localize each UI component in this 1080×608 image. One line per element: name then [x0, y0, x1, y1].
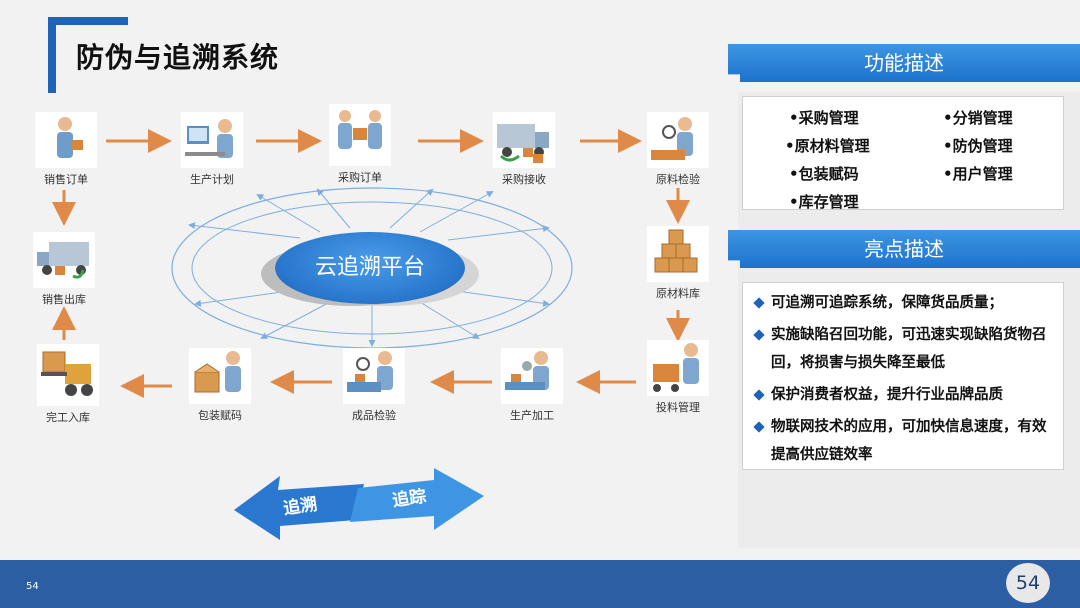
truck-boxes-icon [493, 112, 555, 168]
highlight-text: 实施缺陷召回功能，可迅速实现缺陷货物召回，将损害与损失降至最低 [771, 327, 1047, 371]
person-with-cart-icon [647, 340, 709, 396]
diamond-bullet-icon [753, 389, 765, 401]
flow-node-product-inspection: 成品检验 [334, 348, 414, 423]
flow-node-label: 成品检验 [352, 409, 396, 422]
highlight-item: 实施缺陷召回功能，可迅速实现缺陷货物召回，将损害与损失降至最低 [753, 321, 1055, 377]
feature-item: •用户管理 [943, 165, 1013, 183]
flow-node-finished-warehousing: 完工入库 [28, 344, 108, 425]
features-box: •采购管理 •原材料管理 •包装赋码 •库存管理 •分销管理 •防伪管理 •用户… [742, 96, 1064, 211]
highlight-text: 物联网技术的应用，可加快信息速度，有效提高供应链效率 [771, 419, 1047, 463]
flow-node-label: 原材料库 [656, 287, 700, 300]
trace-back-arrow-shape [234, 476, 364, 540]
person-inspecting-icon [647, 112, 709, 168]
highlight-text: 可追溯可追踪系统，保障货品质量； [771, 295, 1003, 311]
person-at-computer-icon [181, 112, 243, 168]
forklift-icon [37, 344, 99, 406]
footer-page-number: 54 [26, 581, 39, 592]
flow-node-label: 采购订单 [338, 171, 382, 184]
highlight-item: 可追溯可追踪系统，保障货品质量； [753, 289, 1055, 317]
title-corner-bracket [48, 17, 128, 93]
flow-node-production-processing: 生产加工 [492, 348, 572, 423]
flow-node-material-inspection: 原料检验 [638, 112, 718, 187]
flow-connectors [52, 129, 690, 398]
flow-node-material-warehouse: 原材料库 [638, 226, 718, 301]
flow-node-label: 原料检验 [656, 173, 700, 186]
flow-node-label: 投料管理 [656, 401, 700, 414]
flow-node-label: 完工入库 [46, 411, 90, 424]
flow-node-feed-management: 投料管理 [638, 340, 718, 415]
flow-node-package-coding: 包装赋码 [180, 348, 260, 423]
flow-node-purchase-receive: 采购接收 [484, 112, 564, 187]
person-packing-box-icon [189, 348, 251, 404]
flow-node-label: 包装赋码 [198, 409, 242, 422]
flow-node-sales-order: 销售订单 [26, 112, 106, 187]
trace-direction-arrow [234, 468, 484, 540]
truck-loading-icon [33, 232, 95, 288]
flow-node-label: 采购接收 [502, 173, 546, 186]
highlight-text: 保护消费者权益，提升行业品牌品质 [771, 387, 1003, 403]
highlight-item: 物联网技术的应用，可加快信息速度，有效提高供应链效率 [753, 413, 1055, 469]
trace-forward-label: 追踪 [391, 486, 428, 512]
flow-node-production-plan: 生产计划 [172, 112, 252, 187]
diamond-bullet-icon [753, 329, 765, 341]
feature-item: •采购管理 [789, 109, 859, 127]
feature-item: •分销管理 [943, 109, 1013, 127]
cloud-trace-platform: 云追溯平台 [275, 232, 465, 304]
highlights-box: 可追溯可追踪系统，保障货品质量； 实施缺陷召回功能，可迅速实现缺陷货物召回，将损… [742, 282, 1064, 470]
people-exchanging-box-icon [329, 104, 391, 166]
highlights-header: 亮点描述 [728, 230, 1080, 268]
diamond-bullet-icon [753, 297, 765, 309]
trace-forward-arrow-shape [350, 468, 484, 530]
feature-item: •原材料管理 [785, 137, 870, 155]
process-arrows [52, 129, 690, 398]
diamond-bullet-icon [753, 421, 765, 433]
highlight-item: 保护消费者权益，提升行业品牌品质 [753, 381, 1055, 409]
feature-item: •包装赋码 [789, 165, 859, 183]
trace-back-label: 追溯 [282, 494, 319, 520]
page-number-badge: 54 [1006, 563, 1050, 603]
trace-flow-diagram: 销售订单 生产计划 采购订单 采购接收 原料检验 原材料库 投料 [24, 104, 718, 540]
flow-node-label: 生产加工 [510, 409, 554, 422]
platform-radial-arrows [188, 188, 550, 347]
person-with-document-icon [35, 112, 97, 168]
flow-node-label: 销售订单 [44, 173, 88, 186]
feature-item: •库存管理 [789, 193, 859, 211]
flow-node-label: 销售出库 [42, 293, 86, 306]
footer-bar: 54 [0, 560, 1080, 608]
feature-item: •防伪管理 [943, 137, 1013, 155]
flow-node-sales-outbound: 销售出库 [24, 232, 104, 307]
stacked-boxes-icon [647, 226, 709, 282]
person-checking-product-icon [343, 348, 405, 404]
page-title: 防伪与追溯系统 [76, 41, 280, 74]
flow-node-purchase-order: 采购订单 [320, 104, 400, 185]
features-header: 功能描述 [728, 44, 1080, 82]
person-at-conveyor-icon [501, 348, 563, 404]
flow-node-label: 生产计划 [190, 173, 234, 186]
